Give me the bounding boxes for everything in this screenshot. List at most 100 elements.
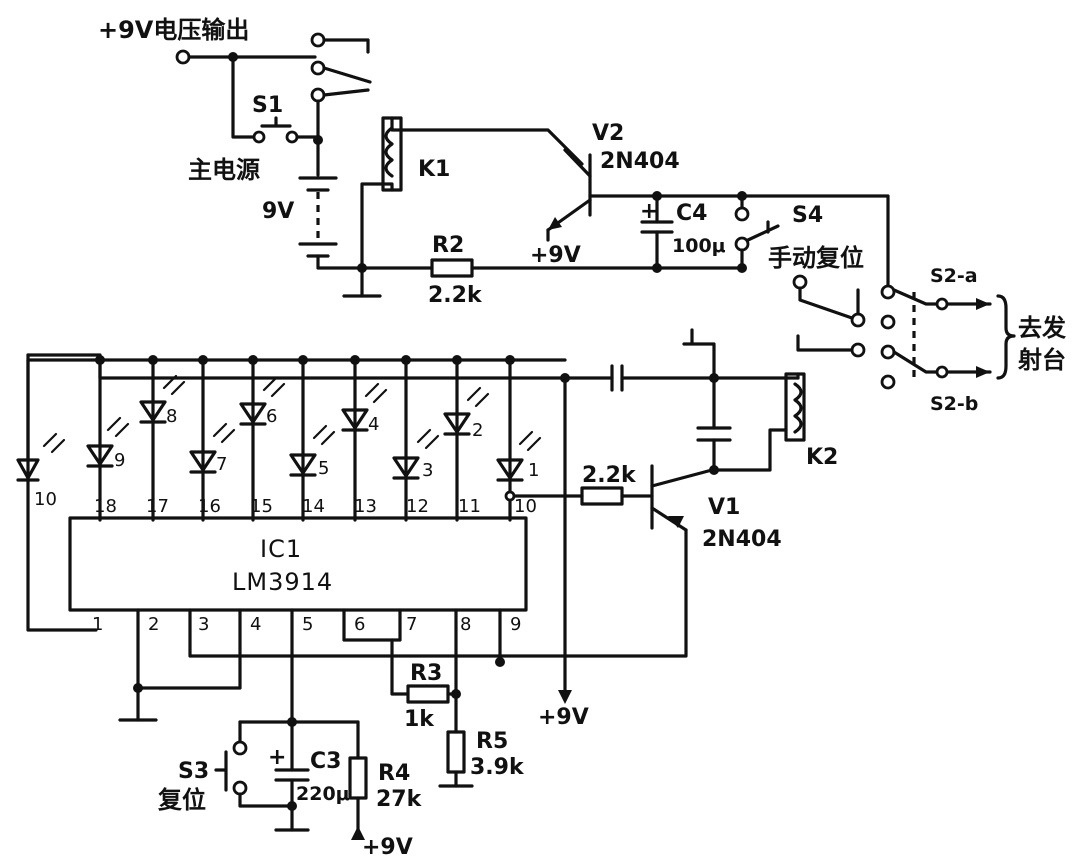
pin-14: 14 — [302, 496, 325, 517]
c3-label: C3 — [310, 749, 341, 774]
pin4-wire — [136, 608, 242, 690]
relay-k2-section: K2 — [610, 328, 838, 475]
switch-contact — [310, 32, 326, 48]
pin6-7-wire — [342, 608, 402, 642]
r3-resistor — [406, 684, 450, 704]
v2-model: 2N404 — [600, 149, 680, 174]
led-diode — [86, 444, 114, 466]
pin-4: 4 — [250, 614, 261, 635]
s3-label: S3 — [178, 759, 209, 784]
pin-18: 18 — [94, 496, 117, 517]
led-light-arrows — [518, 430, 542, 452]
c3-plus: + — [268, 745, 286, 770]
led-1-label: 1 — [528, 460, 539, 481]
pin-9: 9 — [510, 614, 521, 635]
s2-contact — [850, 312, 866, 328]
led-6: 6 — [239, 358, 286, 522]
rb-value: 2.2k — [582, 463, 637, 488]
s2b-output — [935, 365, 949, 379]
s3-contact — [232, 780, 248, 796]
v2-supply-label: +9V — [530, 243, 581, 268]
s2a-arrow — [976, 298, 990, 310]
supply-arrow — [558, 690, 572, 704]
s4-pushbutton — [746, 220, 780, 242]
s2b-contact — [880, 344, 896, 360]
r3-wire — [390, 638, 410, 696]
s2-arm — [798, 286, 854, 320]
s2b-label: S2-b — [930, 393, 978, 415]
pin-3: 3 — [198, 614, 209, 635]
led-diode — [496, 458, 524, 480]
pin-7: 7 — [406, 614, 417, 635]
ic1-name: IC1 — [260, 535, 302, 563]
main-power-label: 主电源 — [188, 156, 260, 184]
voltage-output-label: +9V电压输出 — [98, 16, 249, 44]
reset-label: 复位 — [157, 786, 206, 814]
s1-pushbutton — [260, 116, 292, 128]
k2-winding — [793, 382, 803, 434]
s4-label: S4 — [792, 203, 823, 228]
s2b-arm — [892, 350, 992, 374]
ic1-lm3914: IC1 LM3914 18 17 16 15 14 13 12 11 10 1 … — [68, 376, 688, 788]
pin-10: 10 — [514, 496, 537, 517]
led-diode — [139, 400, 167, 422]
led-diode — [16, 458, 40, 480]
led-diode — [289, 453, 317, 475]
led-8-label: 8 — [166, 406, 177, 427]
s2a-output — [935, 297, 949, 311]
s4-contact — [734, 236, 750, 252]
r4-value: 27k — [376, 787, 423, 812]
manual-reset-label: 手动复位 — [768, 244, 864, 272]
s2a-arm — [892, 288, 992, 306]
power-section: +9V电压输出 S1 主电源 9V — [98, 16, 372, 270]
k2-label: K2 — [806, 445, 838, 470]
pin-1: 1 — [92, 614, 103, 635]
led-light-arrows — [416, 428, 440, 450]
led-8: 8 — [139, 358, 186, 522]
led-9-label: 9 — [114, 450, 125, 471]
led-4: 4 — [341, 358, 388, 522]
brace — [996, 294, 1016, 380]
s3-contact — [232, 740, 248, 756]
led-7-label: 7 — [216, 454, 227, 475]
relay-k1: K1 — [342, 116, 584, 298]
pin-16: 16 — [198, 496, 221, 517]
output-terminal — [175, 49, 191, 65]
v1-collector — [650, 468, 714, 488]
k1-winding — [384, 126, 394, 178]
pin-8: 8 — [460, 614, 471, 635]
switch-arm — [322, 66, 372, 84]
r4-resistor — [348, 756, 368, 800]
junction — [451, 689, 461, 699]
led-6-label: 6 — [266, 406, 277, 427]
v1-label: V1 — [708, 495, 740, 520]
ic1-body — [68, 516, 528, 612]
switch-contact — [310, 87, 326, 103]
led-light-arrows — [162, 374, 186, 396]
s2-switch: S2-a S2-b 去发 射台 — [792, 265, 1066, 415]
pin9-supply-label: +9V — [538, 705, 589, 730]
led-light-arrows — [466, 386, 490, 408]
led-light-arrows — [312, 424, 336, 446]
r2-value: 2.2k — [428, 283, 483, 308]
r3-label: R3 — [410, 661, 442, 686]
r4-supply-arrow — [351, 826, 365, 840]
pin-6: 6 — [354, 614, 365, 635]
s2b-contact — [880, 374, 896, 390]
junction — [495, 657, 505, 667]
c4-plus: + — [640, 199, 658, 224]
to-transmitter-label-2: 射台 — [1017, 346, 1066, 374]
r5-label: R5 — [476, 729, 508, 754]
transistor-v1: 2.2k V1 2N404 — [512, 463, 782, 552]
v2-base-bus — [588, 194, 890, 292]
pin-5: 5 — [302, 614, 313, 635]
led-3-label: 3 — [422, 460, 433, 481]
ic1-model: LM3914 — [232, 568, 333, 596]
s2-contact — [792, 274, 808, 290]
led-2: 2 — [443, 358, 490, 522]
led-diode — [341, 408, 369, 430]
r2-c4-section: R2 2.2k + C4 100μ — [360, 194, 747, 308]
s2-contact — [850, 342, 866, 358]
led-diode — [392, 456, 420, 478]
